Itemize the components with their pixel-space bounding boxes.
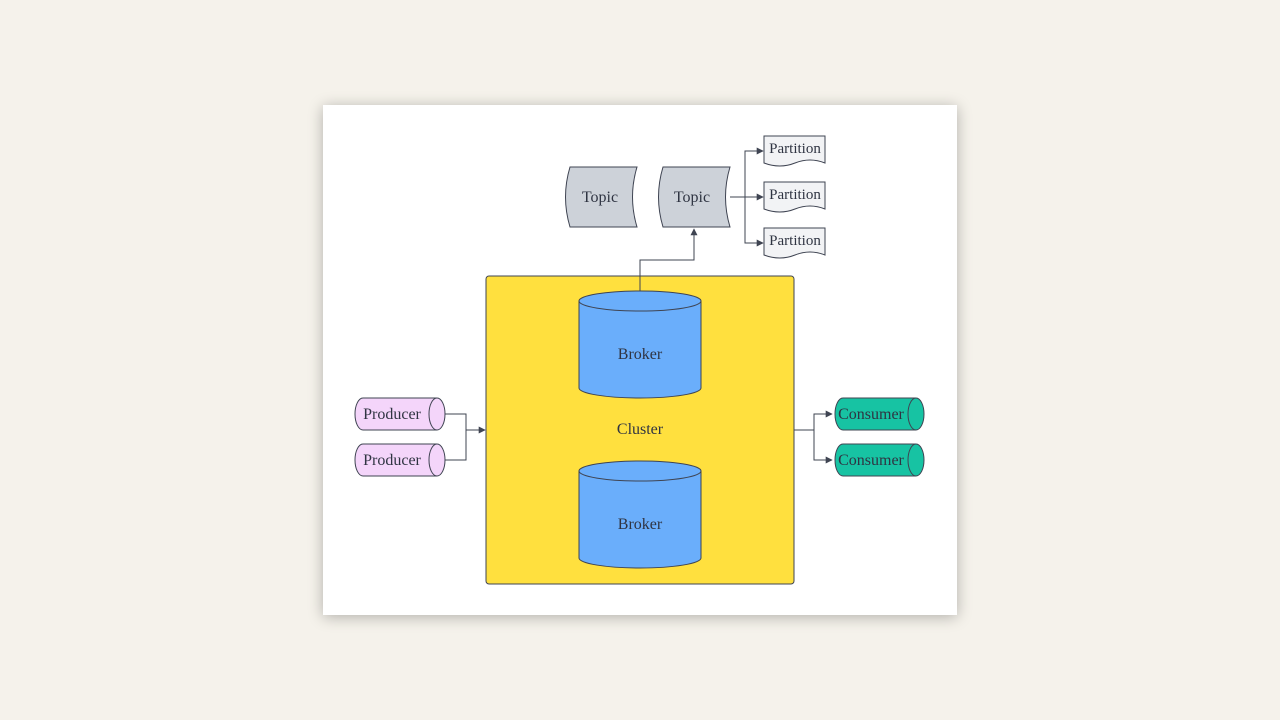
producer-node: Producer bbox=[354, 443, 446, 477]
cluster-label: Cluster bbox=[617, 421, 664, 438]
topic-label: Topic bbox=[674, 189, 710, 206]
producer-to-cluster-arrow bbox=[445, 430, 467, 461]
partition-node: Partition bbox=[763, 135, 826, 167]
topic-label: Topic bbox=[582, 189, 618, 206]
topic-to-partition-arrow bbox=[744, 197, 764, 247]
broker-node: Broker bbox=[578, 290, 702, 399]
topic-to-partition-arrow bbox=[730, 147, 764, 198]
cluster-to-consumer-arrow bbox=[813, 430, 833, 464]
broker-node: Broker bbox=[578, 460, 702, 569]
partition-label: Partition bbox=[769, 233, 821, 249]
partition-label: Partition bbox=[769, 141, 821, 157]
partition-node: Partition bbox=[763, 181, 826, 213]
producer-node: Producer bbox=[354, 397, 446, 431]
producer-to-cluster-arrow bbox=[445, 413, 486, 434]
consumer-label: Consumer bbox=[838, 406, 904, 423]
topic-node: Topic bbox=[658, 166, 731, 228]
partition-label: Partition bbox=[769, 187, 821, 203]
broker-label: Broker bbox=[618, 516, 663, 533]
connectors bbox=[445, 147, 833, 464]
producer-label: Producer bbox=[363, 406, 421, 423]
partition-node: Partition bbox=[763, 227, 826, 259]
cluster-to-consumer-arrow bbox=[794, 410, 833, 431]
consumer-label: Consumer bbox=[838, 452, 904, 469]
consumer-node: Consumer bbox=[834, 443, 925, 477]
consumer-node: Consumer bbox=[834, 397, 925, 431]
topic-node: Topic bbox=[565, 166, 638, 228]
producer-label: Producer bbox=[363, 452, 421, 469]
broker-to-topic-arrow bbox=[639, 228, 698, 291]
broker-label: Broker bbox=[618, 346, 663, 363]
